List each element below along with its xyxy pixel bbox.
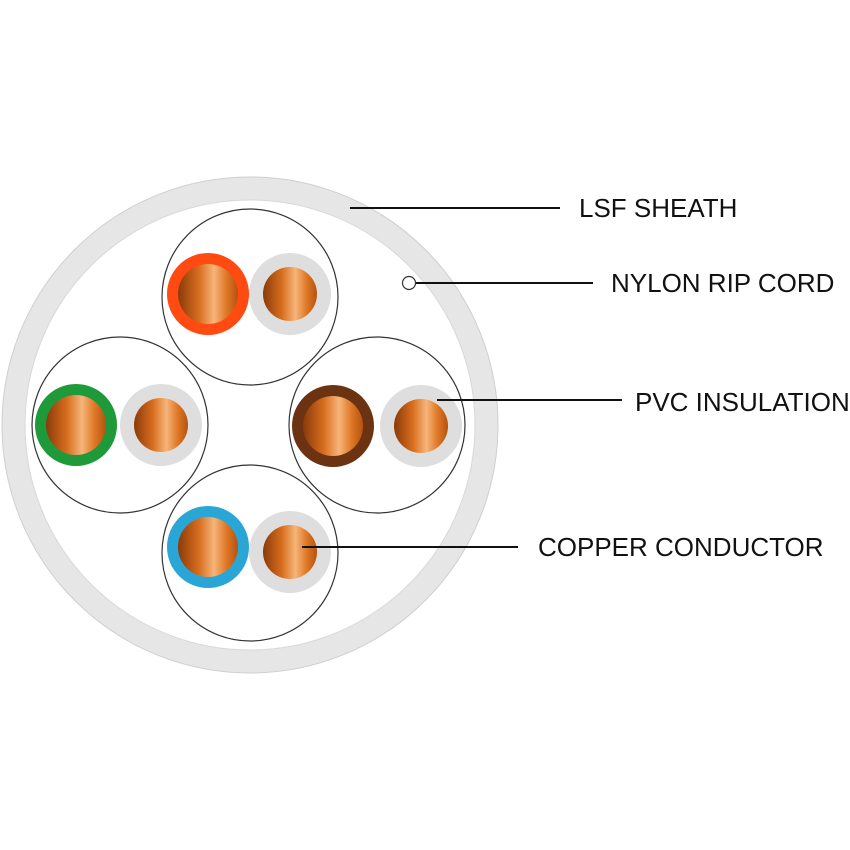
copper-conductor <box>178 264 238 324</box>
insulation-label: PVC INSULATION <box>635 387 850 417</box>
sheath-label: LSF SHEATH <box>579 193 737 223</box>
orange-pair <box>161 208 339 386</box>
blue-pair <box>161 464 339 642</box>
conductor-label: COPPER CONDUCTOR <box>538 532 824 562</box>
twisted-pairs-group <box>31 208 466 642</box>
copper-conductor <box>303 396 363 456</box>
copper-conductor <box>46 395 106 455</box>
cable-core <box>24 199 476 651</box>
brown-pair <box>288 336 466 514</box>
copper-conductor <box>263 267 317 321</box>
pair-boundary <box>288 336 466 514</box>
copper-conductor <box>178 517 238 577</box>
rip-cord-label: NYLON RIP CORD <box>611 268 834 298</box>
nylon-rip-cord <box>401 275 417 291</box>
green-pair <box>31 336 209 514</box>
copper-conductor <box>263 525 317 579</box>
copper-conductor <box>134 398 188 452</box>
copper-conductor <box>394 399 448 453</box>
